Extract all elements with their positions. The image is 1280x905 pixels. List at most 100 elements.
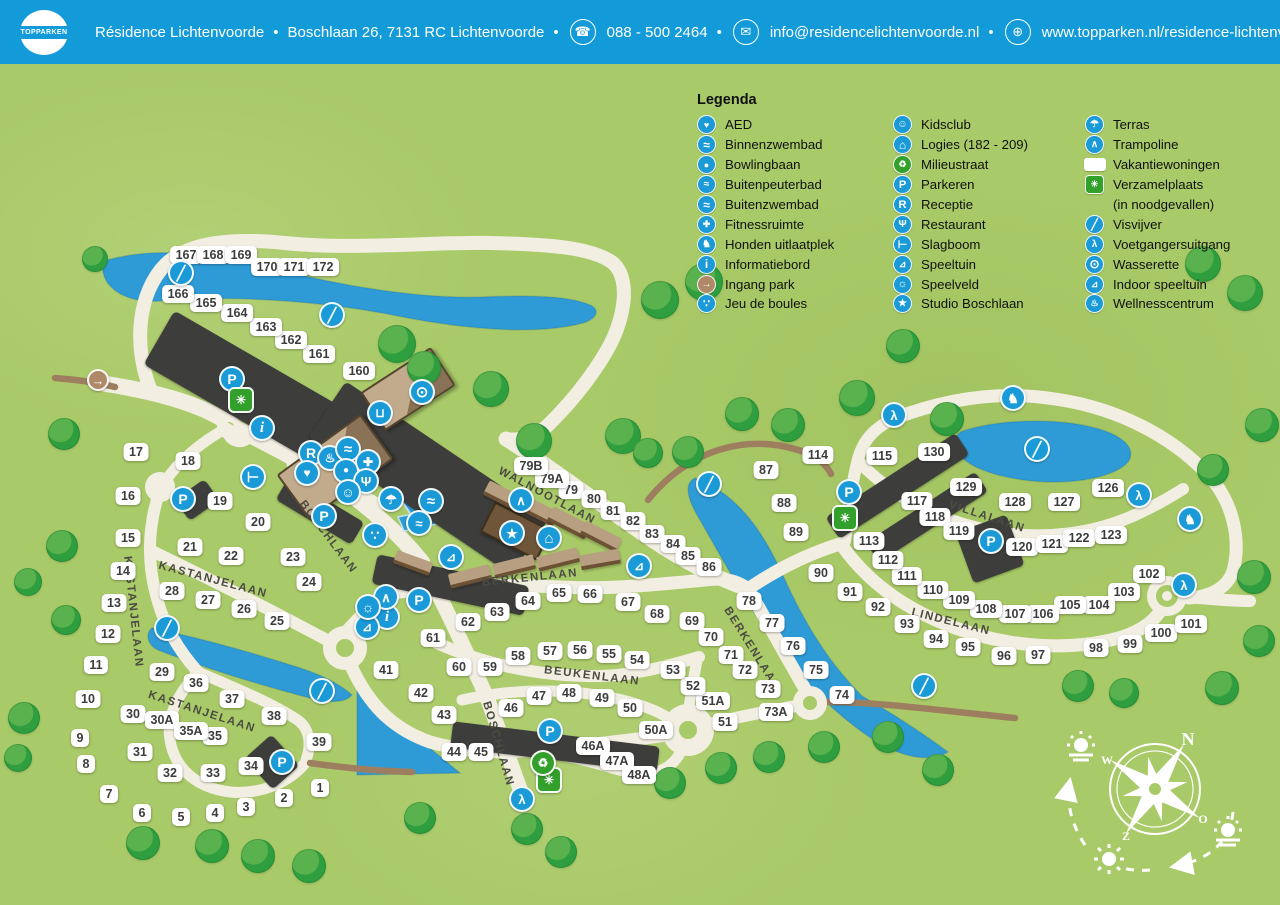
milieustraat-icon: ♻	[530, 750, 556, 776]
compass-north-label: N	[1182, 729, 1195, 749]
logies-icon: ⌂	[893, 135, 912, 155]
separator-dot: •	[988, 23, 994, 41]
plot-number-label: 120	[1006, 538, 1038, 556]
plot-number-label: 34	[238, 757, 264, 775]
plot-number-label: 100	[1145, 624, 1177, 642]
email-icon: ✉	[732, 19, 759, 45]
verzamelplaats-icon: ✳	[1085, 175, 1104, 195]
visvijver-icon: ╱	[696, 471, 722, 497]
tree	[241, 839, 275, 873]
tree	[1227, 275, 1263, 311]
plot-number-label: 79B	[514, 457, 548, 475]
plot-number-label: 24	[296, 573, 322, 591]
noon-sun-icon	[1094, 844, 1124, 874]
park-address: Boschlaan 26, 7131 RC Lichtenvoorde	[287, 23, 545, 41]
legend-item: ≈Buitenzwembad	[697, 195, 893, 215]
tree	[1237, 560, 1271, 594]
separator-dot: •	[273, 23, 279, 41]
tree	[473, 371, 509, 407]
legend-item: ⊿Indoor speeltuin	[1085, 274, 1230, 294]
phone-number[interactable]: 088 - 500 2464	[606, 23, 708, 41]
plot-number-label: 36	[183, 674, 209, 692]
plot-number-label: 35	[202, 727, 228, 745]
email-link[interactable]: info@residencelichtenvoorde.nl	[769, 23, 980, 41]
plot-number-label: 25	[264, 612, 290, 630]
plot-number-label: 39	[306, 733, 332, 751]
visvijver-icon: ╱	[309, 678, 335, 704]
plot-number-label: 74	[829, 686, 855, 704]
plot-number-label: 96	[991, 647, 1017, 665]
buitenpeuterbad-icon: ≈	[406, 510, 432, 536]
legend: Legenda ♥AED≈Binnenzwembad●Bowlingbaan≈B…	[697, 92, 1230, 314]
plot-number-label: 169	[225, 246, 257, 264]
legend-item-label: Buitenpeuterbad	[725, 177, 822, 193]
plot-number-label: 22	[218, 547, 244, 565]
plot-number-label: 28	[159, 582, 185, 600]
plot-number-label: 87	[753, 461, 779, 479]
plot-number-label: 130	[918, 443, 950, 461]
parkeren-icon: P	[836, 479, 862, 505]
plot-number-label: 59	[477, 658, 503, 676]
tree	[46, 530, 78, 562]
plot-number-label: 98	[1083, 639, 1109, 657]
legend-item: ⌂ Logies (182 - 209)	[893, 135, 1085, 155]
plot-number-label: 170	[251, 258, 283, 276]
plot-number-label: 171	[278, 258, 310, 276]
legend-item-label: Vakantiewoningen	[1113, 157, 1220, 173]
sunrise-icon	[1214, 816, 1242, 847]
plot-number-label: 119	[943, 522, 975, 540]
plot-number-label: 18	[175, 452, 201, 470]
legend-item: ≈Binnenzwembad	[697, 135, 893, 155]
wellnesscentrum-icon: ♨	[1085, 294, 1104, 314]
voetgangersuitgang-icon: λ	[881, 402, 907, 428]
legend-column: ☺Kidsclub⌂Logies (182 - 209)♻Milieustraa…	[893, 115, 1085, 314]
plot-number-label: 85	[675, 547, 701, 565]
restaurant-icon: Ψ	[893, 214, 912, 234]
plot-number-label: 6	[133, 804, 151, 822]
plot-number-label: 73A	[759, 703, 793, 721]
winkel-icon: ⊔	[367, 400, 393, 426]
legend-item: ♥AED	[697, 115, 893, 135]
plot-number-label: 48	[556, 684, 582, 702]
legend-item-label: Logies (182 - 209)	[921, 137, 1029, 153]
legend-item-label: Ingang park	[725, 276, 795, 292]
trampoline-icon: ∧	[1085, 135, 1104, 155]
plot-number-label: 29	[149, 663, 175, 681]
plot-number-label: 64	[515, 592, 541, 610]
informatiebord-icon: i	[249, 415, 275, 441]
plot-number-label: 54	[624, 651, 650, 669]
legend-item: (in noodgevallen)	[1085, 195, 1230, 215]
plot-number-label: 167	[170, 246, 202, 264]
website-link[interactable]: www.topparken.nl/residence-lichtenvoorde	[1041, 23, 1280, 41]
separator-dot: •	[553, 23, 559, 41]
plot-number-label: 95	[955, 638, 981, 656]
tree	[641, 281, 679, 319]
tree	[511, 813, 543, 845]
plot-number-label: 46A	[576, 737, 610, 755]
plot-number-label: 166	[162, 285, 194, 303]
trampoline-icon: ∧	[508, 487, 534, 513]
pond-kastanjelaan	[147, 627, 354, 703]
sunset-icon	[1067, 731, 1095, 762]
voetgangersuitgang-icon: λ	[1171, 572, 1197, 598]
legend-item: ⊙Wasserette	[1085, 254, 1230, 274]
bowlingbaan-icon: ●	[697, 155, 716, 175]
legend-item: ♻Milieustraat	[893, 155, 1085, 175]
legend-item-label: Milieustraat	[921, 157, 989, 173]
plot-number-label: 47	[526, 687, 552, 705]
tree	[126, 826, 160, 860]
vakantiewoningen-swatch	[1083, 158, 1106, 172]
plot-number-label: 109	[943, 591, 975, 609]
plot-number-label: 107	[999, 605, 1031, 623]
plot-number-label: 110	[917, 581, 949, 599]
plot-number-label: 91	[837, 583, 863, 601]
legend-column: ♥AED≈Binnenzwembad●Bowlingbaan≈Buitenpeu…	[697, 115, 893, 314]
plot-number-label: 123	[1095, 526, 1127, 544]
kidsclub-icon: ☺	[893, 115, 912, 135]
plot-number-label: 115	[866, 447, 898, 465]
voetgangersuitgang-icon: λ	[509, 786, 535, 812]
plot-number-label: 21	[177, 538, 203, 556]
plot-number-label: 103	[1108, 583, 1140, 601]
